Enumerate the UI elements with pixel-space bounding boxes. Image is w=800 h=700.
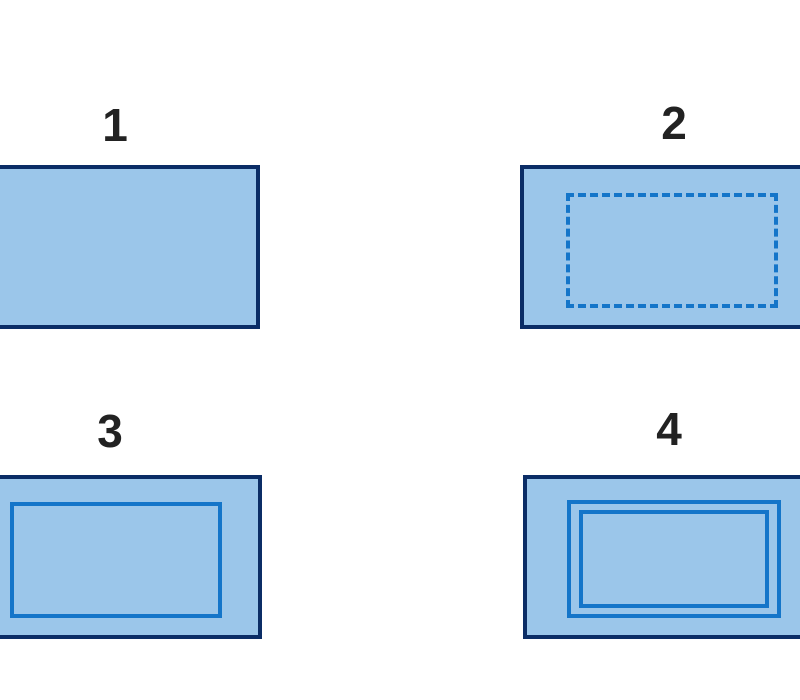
panel-4-double-inner-outer-rect xyxy=(567,500,781,618)
panel-1-box xyxy=(0,165,260,329)
panel-3-box xyxy=(0,475,262,639)
panel-3-single-inner-rect xyxy=(10,502,222,618)
panel-4-box xyxy=(523,475,800,639)
panel-3-label: 3 xyxy=(97,405,123,457)
panel-1-label: 1 xyxy=(102,99,128,151)
panel-2-box xyxy=(520,165,800,329)
panel-2-label: 2 xyxy=(661,97,687,149)
panel-2-dashed-inner-rect xyxy=(566,193,778,308)
panel-4-double-inner-inner-rect xyxy=(579,510,769,608)
panel-4-label: 4 xyxy=(656,403,682,455)
